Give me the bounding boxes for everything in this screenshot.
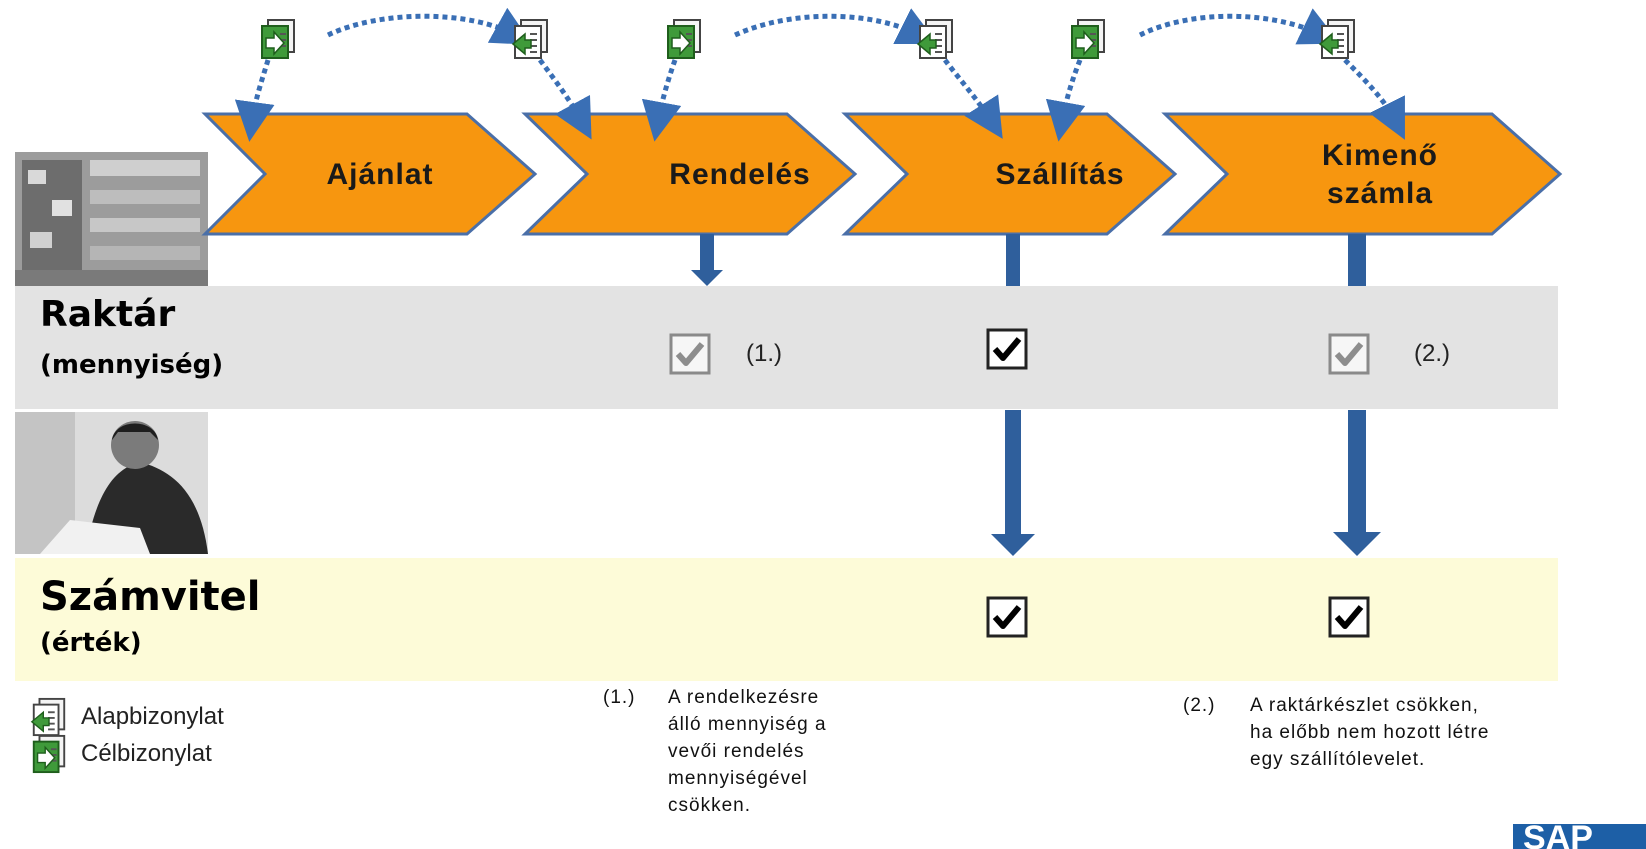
sap-logo: SAP — [1513, 819, 1646, 849]
warehouse-title: Raktár — [40, 294, 176, 335]
warehouse-band — [15, 286, 1558, 409]
chevron-offer — [201, 112, 538, 236]
warehouse-subtitle: (mennyiség) — [40, 350, 224, 380]
legend-base-document: Alapbizonylat — [25, 697, 224, 737]
annotation-invoice: (2.) — [1414, 340, 1450, 367]
accounting-subtitle: (érték) — [40, 628, 142, 658]
accountant-photo — [15, 412, 208, 554]
accounting-band — [15, 558, 1558, 681]
arrow-order-to-warehouse-head — [691, 270, 723, 286]
base-document-icon — [512, 19, 548, 59]
base-document-icon — [917, 19, 953, 59]
target-document-icon — [261, 19, 295, 59]
document-link-arrow — [326, 7, 533, 45]
checkbox-delivery-accounting — [988, 598, 1026, 636]
legend-base-label: Alapbizonylat — [81, 703, 224, 730]
base-document-icon — [1319, 19, 1355, 59]
document-link-arrow — [943, 58, 1003, 139]
arrow-delivery-to-accounting-shaft — [1005, 410, 1021, 534]
document-link-arrow — [1343, 58, 1405, 140]
note1-line: A rendelkezésre — [668, 687, 820, 708]
note2-line: A raktárkészlet csökken, — [1250, 695, 1479, 716]
checkbox-invoice-warehouse — [1330, 335, 1368, 373]
note1-marker: (1.) — [603, 687, 636, 708]
target-document-icon — [667, 19, 701, 59]
step-label-delivery: Szállítás — [995, 158, 1125, 191]
chevron-delivery — [841, 112, 1178, 236]
arrow-invoice-upper — [1348, 234, 1366, 286]
note2-marker: (2.) — [1183, 695, 1216, 716]
chevron-order — [521, 112, 858, 236]
note2-line: ha előbb nem hozott létre — [1250, 722, 1490, 743]
document-link-arrow — [1045, 59, 1086, 142]
arrow-invoice-to-accounting-head — [1333, 532, 1381, 556]
accounting-title: Számvitel — [40, 574, 261, 620]
base-document-icon — [30, 697, 66, 737]
step-label-offer: Ajánlat — [326, 158, 434, 191]
note1-line: mennyiségével — [668, 768, 808, 789]
document-link-arrow — [641, 59, 682, 142]
checkbox-order-warehouse — [671, 335, 709, 373]
legend-target-document: Célbizonylat — [25, 734, 212, 774]
legend-target-label: Célbizonylat — [81, 740, 212, 767]
document-link-arrow — [733, 8, 938, 44]
sap-logo-text: SAP — [1523, 819, 1593, 849]
checkbox-delivery-warehouse — [988, 330, 1026, 368]
document-link-arrow — [234, 59, 275, 142]
target-document-icon — [1071, 19, 1105, 59]
arrow-delivery-to-accounting-head — [991, 534, 1035, 556]
document-link-arrow — [1138, 8, 1341, 45]
note1-text: A rendelkezésre álló mennyiség a vevői r… — [668, 684, 827, 819]
checkbox-invoice-accounting — [1330, 598, 1368, 636]
chevron-invoice — [1161, 112, 1563, 236]
note1-line: csökken. — [668, 795, 751, 816]
document-link-arrow — [537, 58, 592, 140]
note2-line: egy szállítólevelet. — [1250, 749, 1426, 770]
note1-line: vevői rendelés — [668, 741, 805, 762]
note2-text: A raktárkészlet csökken, ha előbb nem ho… — [1250, 692, 1489, 773]
arrow-order-to-warehouse-shaft — [700, 234, 714, 270]
step-label-order: Rendelés — [669, 158, 811, 191]
target-document-icon — [32, 734, 66, 774]
note1-line: álló mennyiség a — [668, 714, 827, 735]
arrow-invoice-to-accounting-shaft — [1348, 410, 1366, 532]
arrow-delivery-upper — [1006, 234, 1020, 286]
warehouse-photo — [15, 152, 208, 286]
annotation-order: (1.) — [746, 340, 782, 367]
